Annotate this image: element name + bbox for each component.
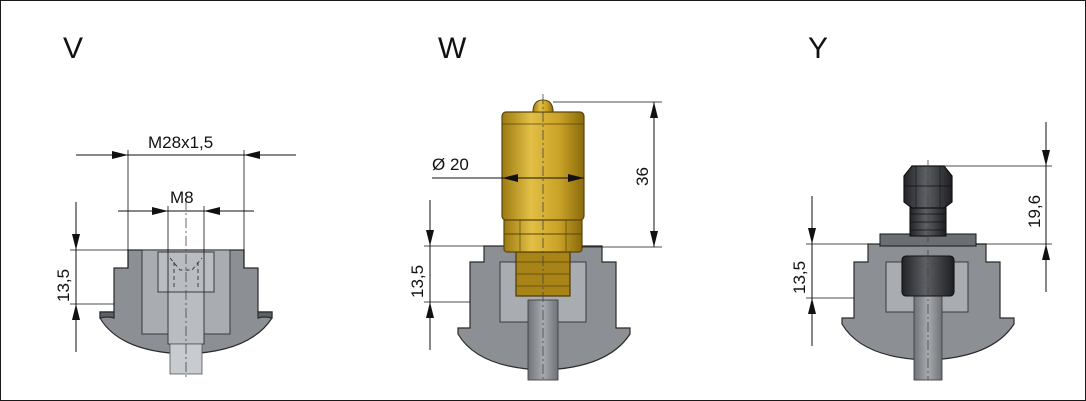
dim-arrow — [72, 304, 80, 320]
housing-v-wall-left — [99, 311, 115, 319]
dim-arrow — [568, 174, 584, 182]
housing-v-wall-right — [257, 311, 273, 319]
view-title-y: Y — [808, 32, 828, 65]
view-y: Y 19,6 13,5 — [790, 32, 1052, 381]
dim-label-d20: Ø 20 — [432, 155, 469, 174]
dim-label-m28: M28x1,5 — [148, 133, 213, 152]
dim-arrow — [426, 302, 434, 318]
dim-arrow — [72, 234, 80, 250]
dim-label-m8: M8 — [170, 188, 194, 207]
dim-arrow — [112, 151, 128, 159]
view-title-w: W — [438, 32, 467, 65]
dim-arrow — [650, 102, 658, 118]
dim-label-36: 36 — [633, 167, 652, 186]
dim-arrow — [1042, 150, 1050, 166]
dim-arrow — [502, 174, 518, 182]
dim-label-196: 19,6 — [1025, 195, 1044, 228]
dim-arrow — [808, 228, 816, 244]
dim-arrow — [808, 298, 816, 314]
dim-label-135-w: 13,5 — [408, 265, 427, 298]
view-w: W Ø 20 36 — [408, 32, 662, 381]
dim-arrow — [244, 151, 260, 159]
hex-socket-v — [169, 257, 203, 271]
dim-label-135-y: 13,5 — [790, 261, 809, 294]
dim-arrow — [152, 207, 168, 215]
view-v: V M28x1,5 M8 1 — [54, 32, 296, 378]
dim-arrow — [426, 230, 434, 246]
dim-arrow — [1042, 244, 1050, 260]
dim-arrow — [204, 207, 220, 215]
dim-label-135-v: 13,5 — [54, 269, 73, 302]
view-title-v: V — [63, 32, 83, 65]
dim-arrow — [650, 231, 658, 247]
